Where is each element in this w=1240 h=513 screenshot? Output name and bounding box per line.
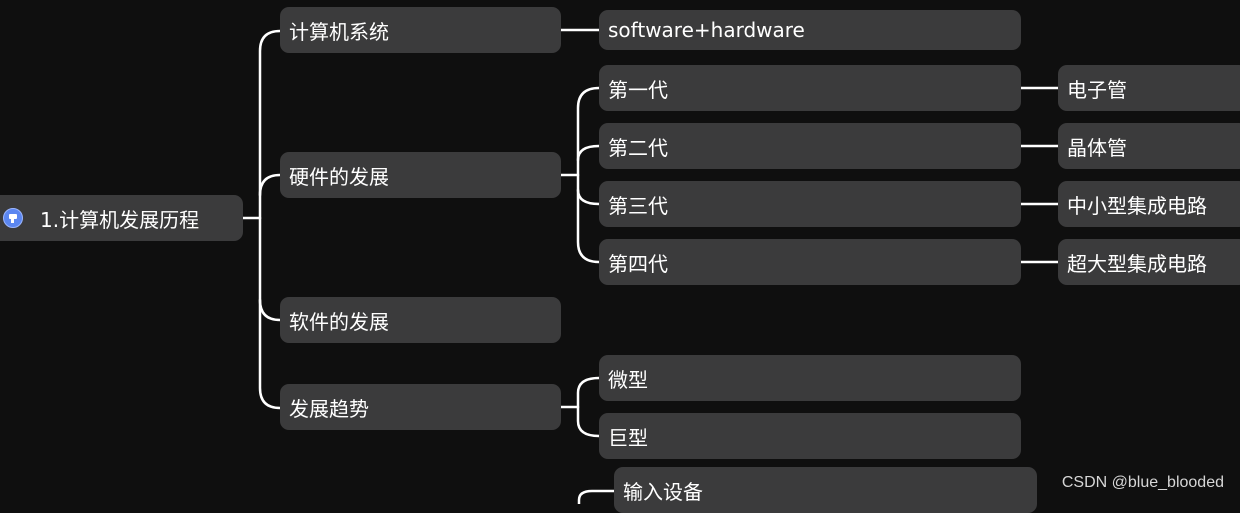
node-generation-1-label: 第一代 (608, 77, 668, 102)
connector-hardware-to-gen2 (576, 144, 601, 162)
root-node[interactable]: 1.计算机发展历程 (0, 195, 243, 241)
node-generation-4-label: 第四代 (608, 251, 668, 276)
node-generation-1[interactable]: 第一代 (599, 65, 1021, 111)
node-software-development-label: 软件的发展 (289, 309, 389, 334)
connector-root-to-software (258, 298, 282, 322)
node-computer-system-label: 计算机系统 (289, 19, 389, 44)
node-software-hardware[interactable]: software+hardware (599, 10, 1021, 50)
node-generation-2[interactable]: 第二代 (599, 123, 1021, 169)
node-micro[interactable]: 微型 (599, 355, 1021, 401)
node-generation-4[interactable]: 第四代 (599, 239, 1021, 285)
node-development-trend-label: 发展趋势 (289, 396, 369, 421)
node-small-medium-ic[interactable]: 中小型集成电路 (1058, 181, 1240, 227)
node-software-development[interactable]: 软件的发展 (280, 297, 561, 343)
connector-trend-trunk (576, 376, 601, 438)
node-development-trend[interactable]: 发展趋势 (280, 384, 561, 430)
connector-partial (577, 489, 616, 504)
node-generation-3-label: 第三代 (608, 193, 668, 218)
node-very-large-ic-label: 超大型集成电路 (1067, 251, 1207, 276)
node-vacuum-tube-label: 电子管 (1067, 77, 1127, 102)
connector-hardware-trunk (576, 86, 601, 264)
node-transistor-label: 晶体管 (1067, 135, 1127, 160)
root-node-label: 1.计算机发展历程 (40, 207, 200, 232)
connector-root-to-hardware (258, 173, 282, 197)
node-input-device-label: 输入设备 (623, 479, 703, 504)
node-giant-label: 巨型 (608, 425, 648, 450)
node-transistor[interactable]: 晶体管 (1058, 123, 1240, 169)
node-input-device[interactable]: 输入设备 (614, 467, 1037, 513)
connector-root-trunk (258, 29, 282, 410)
watermark: CSDN @blue_blooded (1061, 474, 1224, 491)
node-hardware-development[interactable]: 硬件的发展 (280, 152, 561, 198)
node-giant[interactable]: 巨型 (599, 413, 1021, 459)
node-vacuum-tube[interactable]: 电子管 (1058, 65, 1240, 111)
node-software-hardware-label: software+hardware (608, 18, 805, 42)
node-very-large-ic[interactable]: 超大型集成电路 (1058, 239, 1240, 285)
node-hardware-development-label: 硬件的发展 (289, 164, 389, 189)
node-generation-2-label: 第二代 (608, 135, 668, 160)
node-small-medium-ic-label: 中小型集成电路 (1067, 193, 1207, 218)
node-generation-3[interactable]: 第三代 (599, 181, 1021, 227)
node-computer-system[interactable]: 计算机系统 (280, 7, 561, 53)
connector-hardware-to-gen3 (576, 188, 601, 206)
node-micro-label: 微型 (608, 367, 648, 392)
thumbs-down-icon (3, 208, 23, 228)
